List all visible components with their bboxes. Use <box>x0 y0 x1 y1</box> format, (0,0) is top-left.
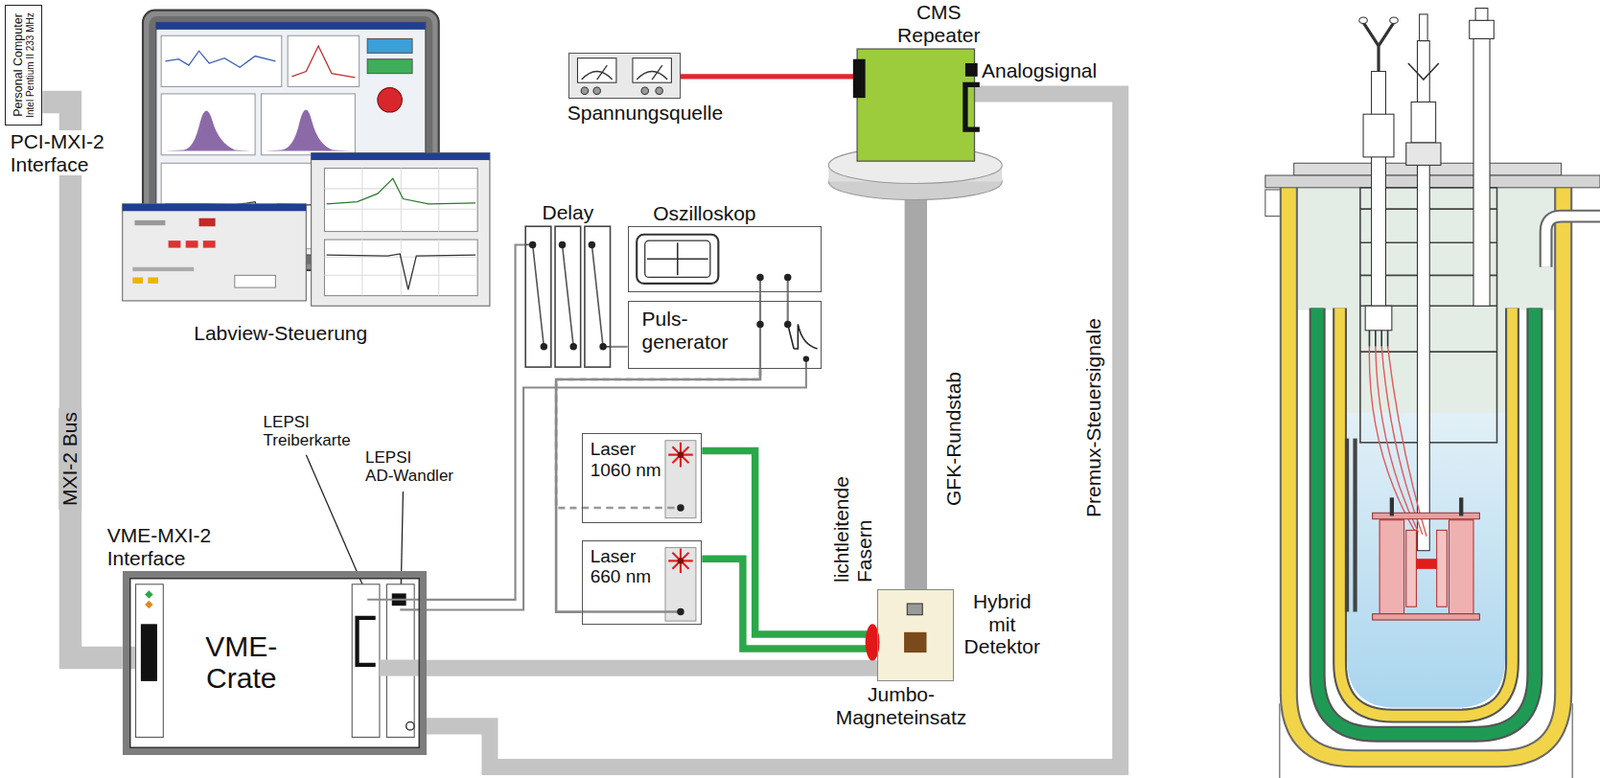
trigger-wire <box>556 369 761 612</box>
signal-label: Analogsignal <box>981 59 1097 83</box>
node-label: Oszilloskop <box>652 202 756 226</box>
crate-cards <box>126 584 421 739</box>
signal-wire <box>426 244 526 600</box>
repeater-box: CMS Repeater <box>857 48 974 162</box>
labview-window <box>122 204 307 302</box>
signal-wire <box>759 292 762 302</box>
bus-cable <box>42 101 122 658</box>
hybrid-symbol <box>865 589 955 682</box>
signal-wire <box>610 346 628 348</box>
node-label: Delay <box>541 201 594 225</box>
node-label: CMS Repeater <box>890 0 987 47</box>
oscilloscope-box: Oszilloskop <box>627 226 822 293</box>
insert-label: Jumbo-Magneteinsatz <box>831 683 971 729</box>
rotated-text-group: Personal ComputerIntel Pentium II 233 MH… <box>11 13 36 119</box>
vme-crate: VME-Crate <box>122 571 427 756</box>
edge-label: Premux-Steuersignale <box>1082 315 1106 523</box>
control-cable <box>426 93 1121 768</box>
signal-wire <box>787 292 789 302</box>
interface-label: VME-MXI-2 Interface <box>107 524 232 570</box>
cryostat <box>1265 8 1600 778</box>
voltage-source-symbol <box>568 52 681 99</box>
trigger-wire <box>556 369 761 509</box>
edge-label: MXI-2 Bus <box>59 408 83 511</box>
power-cable <box>680 73 858 79</box>
laser-box: Laser 1060 nm <box>581 433 703 524</box>
oscilloscope-symbol <box>636 234 791 294</box>
repeater-symbol <box>828 48 1002 201</box>
delay-unit: Delay <box>525 226 610 368</box>
computer-box: Personal ComputerIntel Pentium II 233 MH… <box>4 4 43 126</box>
node-label: Laser 660 nm <box>590 546 666 588</box>
hybrid-box: Hybrid mit Detektor <box>877 589 954 682</box>
card-label: LEPSI AD-Wandler <box>365 448 462 486</box>
pulse-generator-symbol <box>756 301 817 370</box>
node-label: Laser 1060 nm <box>590 439 666 481</box>
node-label: Intel Pentium II 233 MHz <box>24 13 36 119</box>
signal-wire <box>426 369 807 610</box>
optical-fiber <box>701 450 878 635</box>
voltage-source-box: Spannungsquelle <box>568 52 681 99</box>
delay-modules <box>525 226 610 368</box>
node-label: Puls- generator <box>642 307 739 353</box>
node-label: VME-Crate <box>200 630 282 696</box>
interface-label: PCI-MXI-2 Interface <box>10 130 136 176</box>
rod-label: GFK-Rundstab <box>942 371 966 507</box>
signal-cable <box>426 660 878 677</box>
labview-window <box>311 153 490 307</box>
card-label: LEPSI Treiberkarte <box>263 413 360 450</box>
node-label: Spannungsquelle <box>567 101 723 125</box>
software-label: Labview-Steuerung <box>193 322 368 346</box>
node-label: Personal Computer <box>11 13 25 119</box>
pulse-generator-box: Puls- generator <box>627 301 822 370</box>
laser-box: Laser 660 nm <box>581 540 703 626</box>
fiberglass-rod <box>904 161 928 590</box>
node-label: Hybrid mit Detektor <box>960 590 1044 659</box>
fiber-label: lichtleitende Fasern <box>830 467 876 583</box>
